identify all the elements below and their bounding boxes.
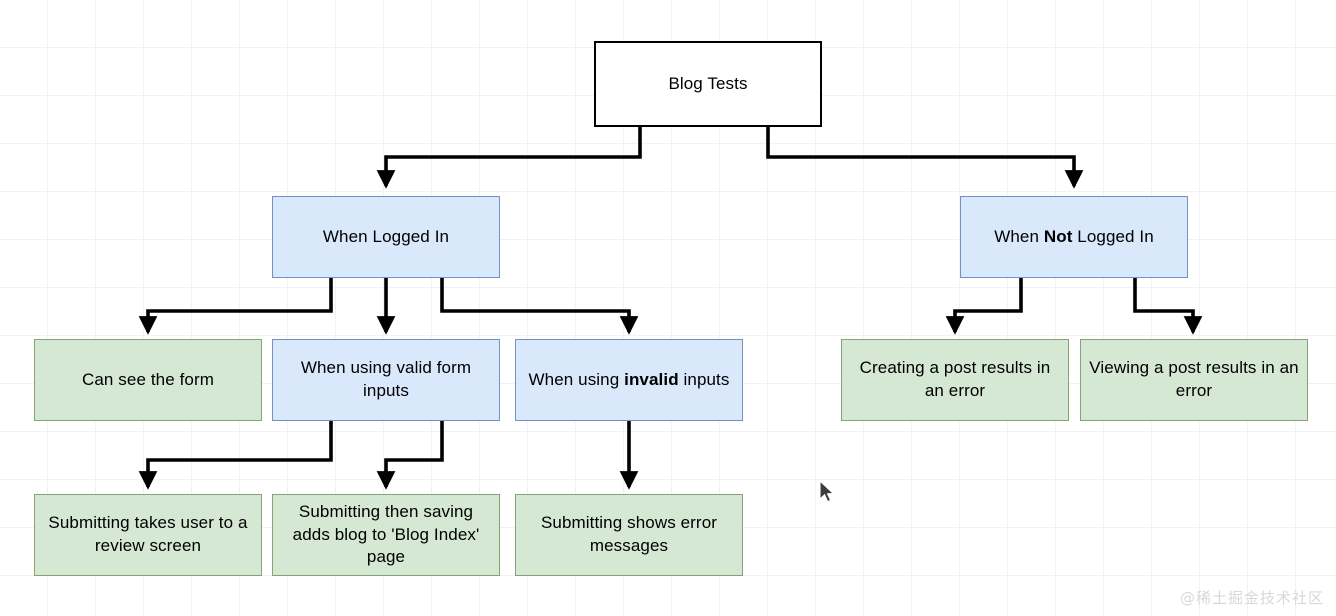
node-blog-tests-label: Blog Tests (668, 73, 748, 93)
edge-logged-in-to-can-see-form (138, 278, 333, 335)
node-can-see-the-form-label: Can see the form (82, 369, 214, 389)
node-invalid-inputs[interactable]: When using invalid inputs (515, 339, 743, 421)
label-part-pre: When using valid form inputs (300, 358, 472, 400)
edge-not-logged-in-to-creating-post (945, 278, 1023, 335)
edge-logged-in-to-invalid-inputs (440, 278, 639, 335)
label-part-pre: When using (528, 369, 625, 389)
node-error-messages[interactable]: Submitting shows error messages (515, 494, 743, 576)
node-can-see-the-form[interactable]: Can see the form (34, 339, 262, 421)
node-valid-inputs[interactable]: When using valid form inputs (272, 339, 500, 421)
node-blog-index-label: Submitting then saving adds blog to 'Blo… (292, 501, 480, 567)
node-creating-post-error-label: Creating a post results in an error (859, 358, 1051, 400)
node-invalid-inputs-label: When using invalid inputs (529, 369, 730, 392)
label-part-pre: When Logged In (322, 226, 450, 246)
edge-root-to-not-logged-in (766, 127, 1084, 189)
node-review-screen[interactable]: Submitting takes user to a review screen (34, 494, 262, 576)
node-when-not-logged-in[interactable]: When Not Logged In (960, 196, 1188, 278)
node-creating-post-error[interactable]: Creating a post results in an error (841, 339, 1069, 421)
edge-not-logged-in-to-viewing-post (1133, 278, 1203, 335)
node-viewing-post-error[interactable]: Viewing a post results in an error (1080, 339, 1308, 421)
label-part-post: inputs (678, 369, 730, 389)
edge-valid-inputs-to-review-screen (138, 420, 333, 490)
edge-root-to-logged-in (376, 127, 642, 189)
label-part-pre: When (994, 226, 1044, 246)
node-error-messages-label: Submitting shows error messages (540, 513, 718, 555)
node-when-logged-in[interactable]: When Logged In (272, 196, 500, 278)
node-valid-inputs-label: When using valid form inputs (281, 357, 491, 403)
label-part-bold: Not (1043, 226, 1073, 246)
node-review-screen-label: Submitting takes user to a review screen (48, 513, 248, 555)
label-part-post: Logged In (1072, 226, 1154, 246)
node-when-not-logged-in-label: When Not Logged In (994, 226, 1154, 249)
label-part-bold: invalid (624, 369, 679, 389)
node-blog-tests[interactable]: Blog Tests (594, 41, 822, 127)
node-when-logged-in-label: When Logged In (323, 226, 449, 249)
node-blog-index[interactable]: Submitting then saving adds blog to 'Blo… (272, 494, 500, 576)
edge-valid-inputs-to-blog-index (376, 420, 444, 490)
node-viewing-post-error-label: Viewing a post results in an error (1089, 358, 1299, 400)
watermark: @稀土掘金技术社区 (1179, 589, 1324, 607)
